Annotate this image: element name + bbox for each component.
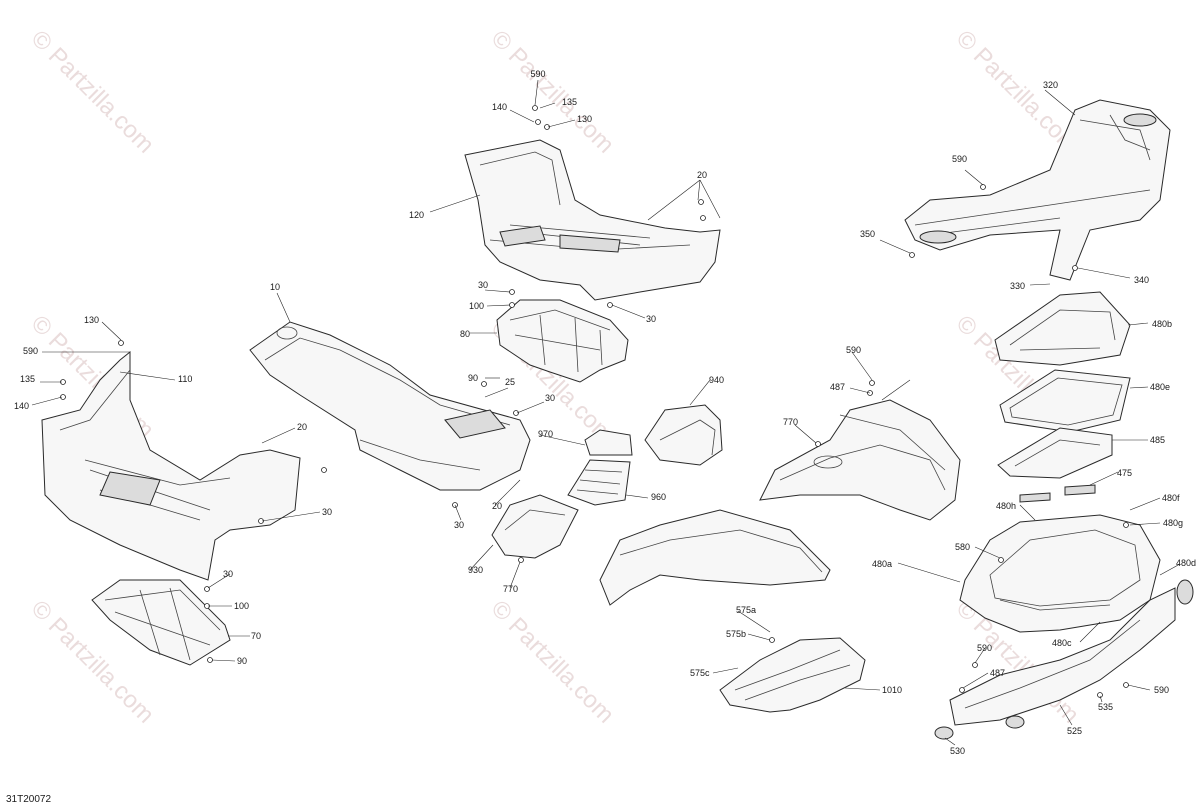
callout-label: 30 <box>454 520 464 530</box>
part-bracket-80 <box>496 299 629 383</box>
part-panel-960 <box>567 459 631 506</box>
part-fender-center-770 <box>759 399 961 521</box>
callout-label: 590 <box>977 643 992 653</box>
callout-label: 480g <box>1163 518 1183 528</box>
callout-label: 30 <box>646 314 656 324</box>
part-panel-970 <box>584 429 633 456</box>
fastener-set <box>60 105 1129 698</box>
callout-label: 590 <box>952 154 967 164</box>
callout-label: 135 <box>562 97 577 107</box>
callout-label: 110 <box>178 374 192 384</box>
callout-label: 90 <box>237 656 247 666</box>
watermark-text: © Partzilla.com <box>26 25 159 158</box>
part-mat-485 <box>997 427 1113 479</box>
callout-label: 20 <box>297 422 307 432</box>
part-step-plate-70 <box>91 579 231 666</box>
callout-label: 487 <box>830 382 845 392</box>
callout-label: 575c <box>690 668 710 678</box>
callout-label: 130 <box>84 315 99 325</box>
part-frame-pan-10 <box>249 321 531 491</box>
callout-label: 930 <box>468 565 483 575</box>
callout-label: 1010 <box>882 685 902 695</box>
callout-label: 30 <box>478 280 488 290</box>
callout-label: 480e <box>1150 382 1170 392</box>
callout-label: 30 <box>223 569 233 579</box>
callout-label: 70 <box>251 631 261 641</box>
callout-label: 530 <box>950 746 965 756</box>
callout-label: 80 <box>460 329 470 339</box>
part-pads-475 <box>1019 484 1096 503</box>
callout-label: 100 <box>234 601 249 611</box>
callout-label: 20 <box>697 170 707 180</box>
callout-labels: 590 135 140 130 120 20 320 590 350 340 3… <box>14 69 1196 756</box>
callout-label: 350 <box>860 229 875 239</box>
callout-label: 30 <box>322 507 332 517</box>
callout-label: 970 <box>538 429 553 439</box>
part-panel-940 <box>644 404 723 466</box>
callout-label: 10 <box>270 282 280 292</box>
callout-label: 480f <box>1162 493 1180 503</box>
callout-label: 25 <box>505 377 515 387</box>
callout-label: 480c <box>1052 638 1072 648</box>
callout-label: 485 <box>1150 435 1165 445</box>
callout-label: 480h <box>996 501 1016 511</box>
part-front-fender-panel <box>599 509 831 606</box>
part-rear-bumper-525 <box>934 579 1194 740</box>
callout-label: 940 <box>709 375 724 385</box>
part-storage-box-480a <box>959 514 1161 633</box>
callout-label: 130 <box>577 114 592 124</box>
part-storage-lid-480b <box>994 291 1131 366</box>
watermark-text: © Partzilla.com <box>486 595 619 728</box>
part-seal-480e <box>999 369 1131 433</box>
callout-label: 487 <box>990 668 1005 678</box>
callout-label: 135 <box>20 374 35 384</box>
callout-label: 140 <box>492 102 507 112</box>
callout-label: 475 <box>1117 468 1132 478</box>
callout-label: 90 <box>468 373 478 383</box>
part-front-fender-110 <box>41 350 301 581</box>
part-panel-930 <box>491 494 579 559</box>
callout-label: 960 <box>651 492 666 502</box>
callout-label: 535 <box>1098 702 1113 712</box>
callout-label: 525 <box>1067 726 1082 736</box>
callout-label: 340 <box>1134 275 1149 285</box>
callout-label: 140 <box>14 401 29 411</box>
callout-label: 770 <box>503 584 518 594</box>
callout-label: 575a <box>736 605 756 615</box>
callout-label: 480d <box>1176 558 1196 568</box>
callout-label: 575b <box>726 629 746 639</box>
watermark-text: © Partzilla.com <box>486 25 619 158</box>
callout-label: 30 <box>545 393 555 403</box>
callout-label: 320 <box>1043 80 1058 90</box>
part-rear-rack-320 <box>904 99 1171 281</box>
callout-label: 590 <box>1154 685 1169 695</box>
callout-label: 590 <box>23 346 38 356</box>
leader-lines <box>31 79 1181 746</box>
callout-label: 770 <box>783 417 798 427</box>
callout-label: 590 <box>846 345 861 355</box>
part-skid-1010 <box>719 637 866 713</box>
diagram-reference-code: 31T20072 <box>6 794 52 805</box>
callout-label: 20 <box>492 501 502 511</box>
callout-label: 480a <box>872 559 892 569</box>
callout-label: 330 <box>1010 281 1025 291</box>
callout-label: 120 <box>409 210 424 220</box>
callout-label: 480b <box>1152 319 1172 329</box>
callout-label: 580 <box>955 542 970 552</box>
callout-label: 100 <box>469 301 484 311</box>
part-rear-fender-120 <box>464 139 721 301</box>
callout-label: 590 <box>530 69 545 79</box>
